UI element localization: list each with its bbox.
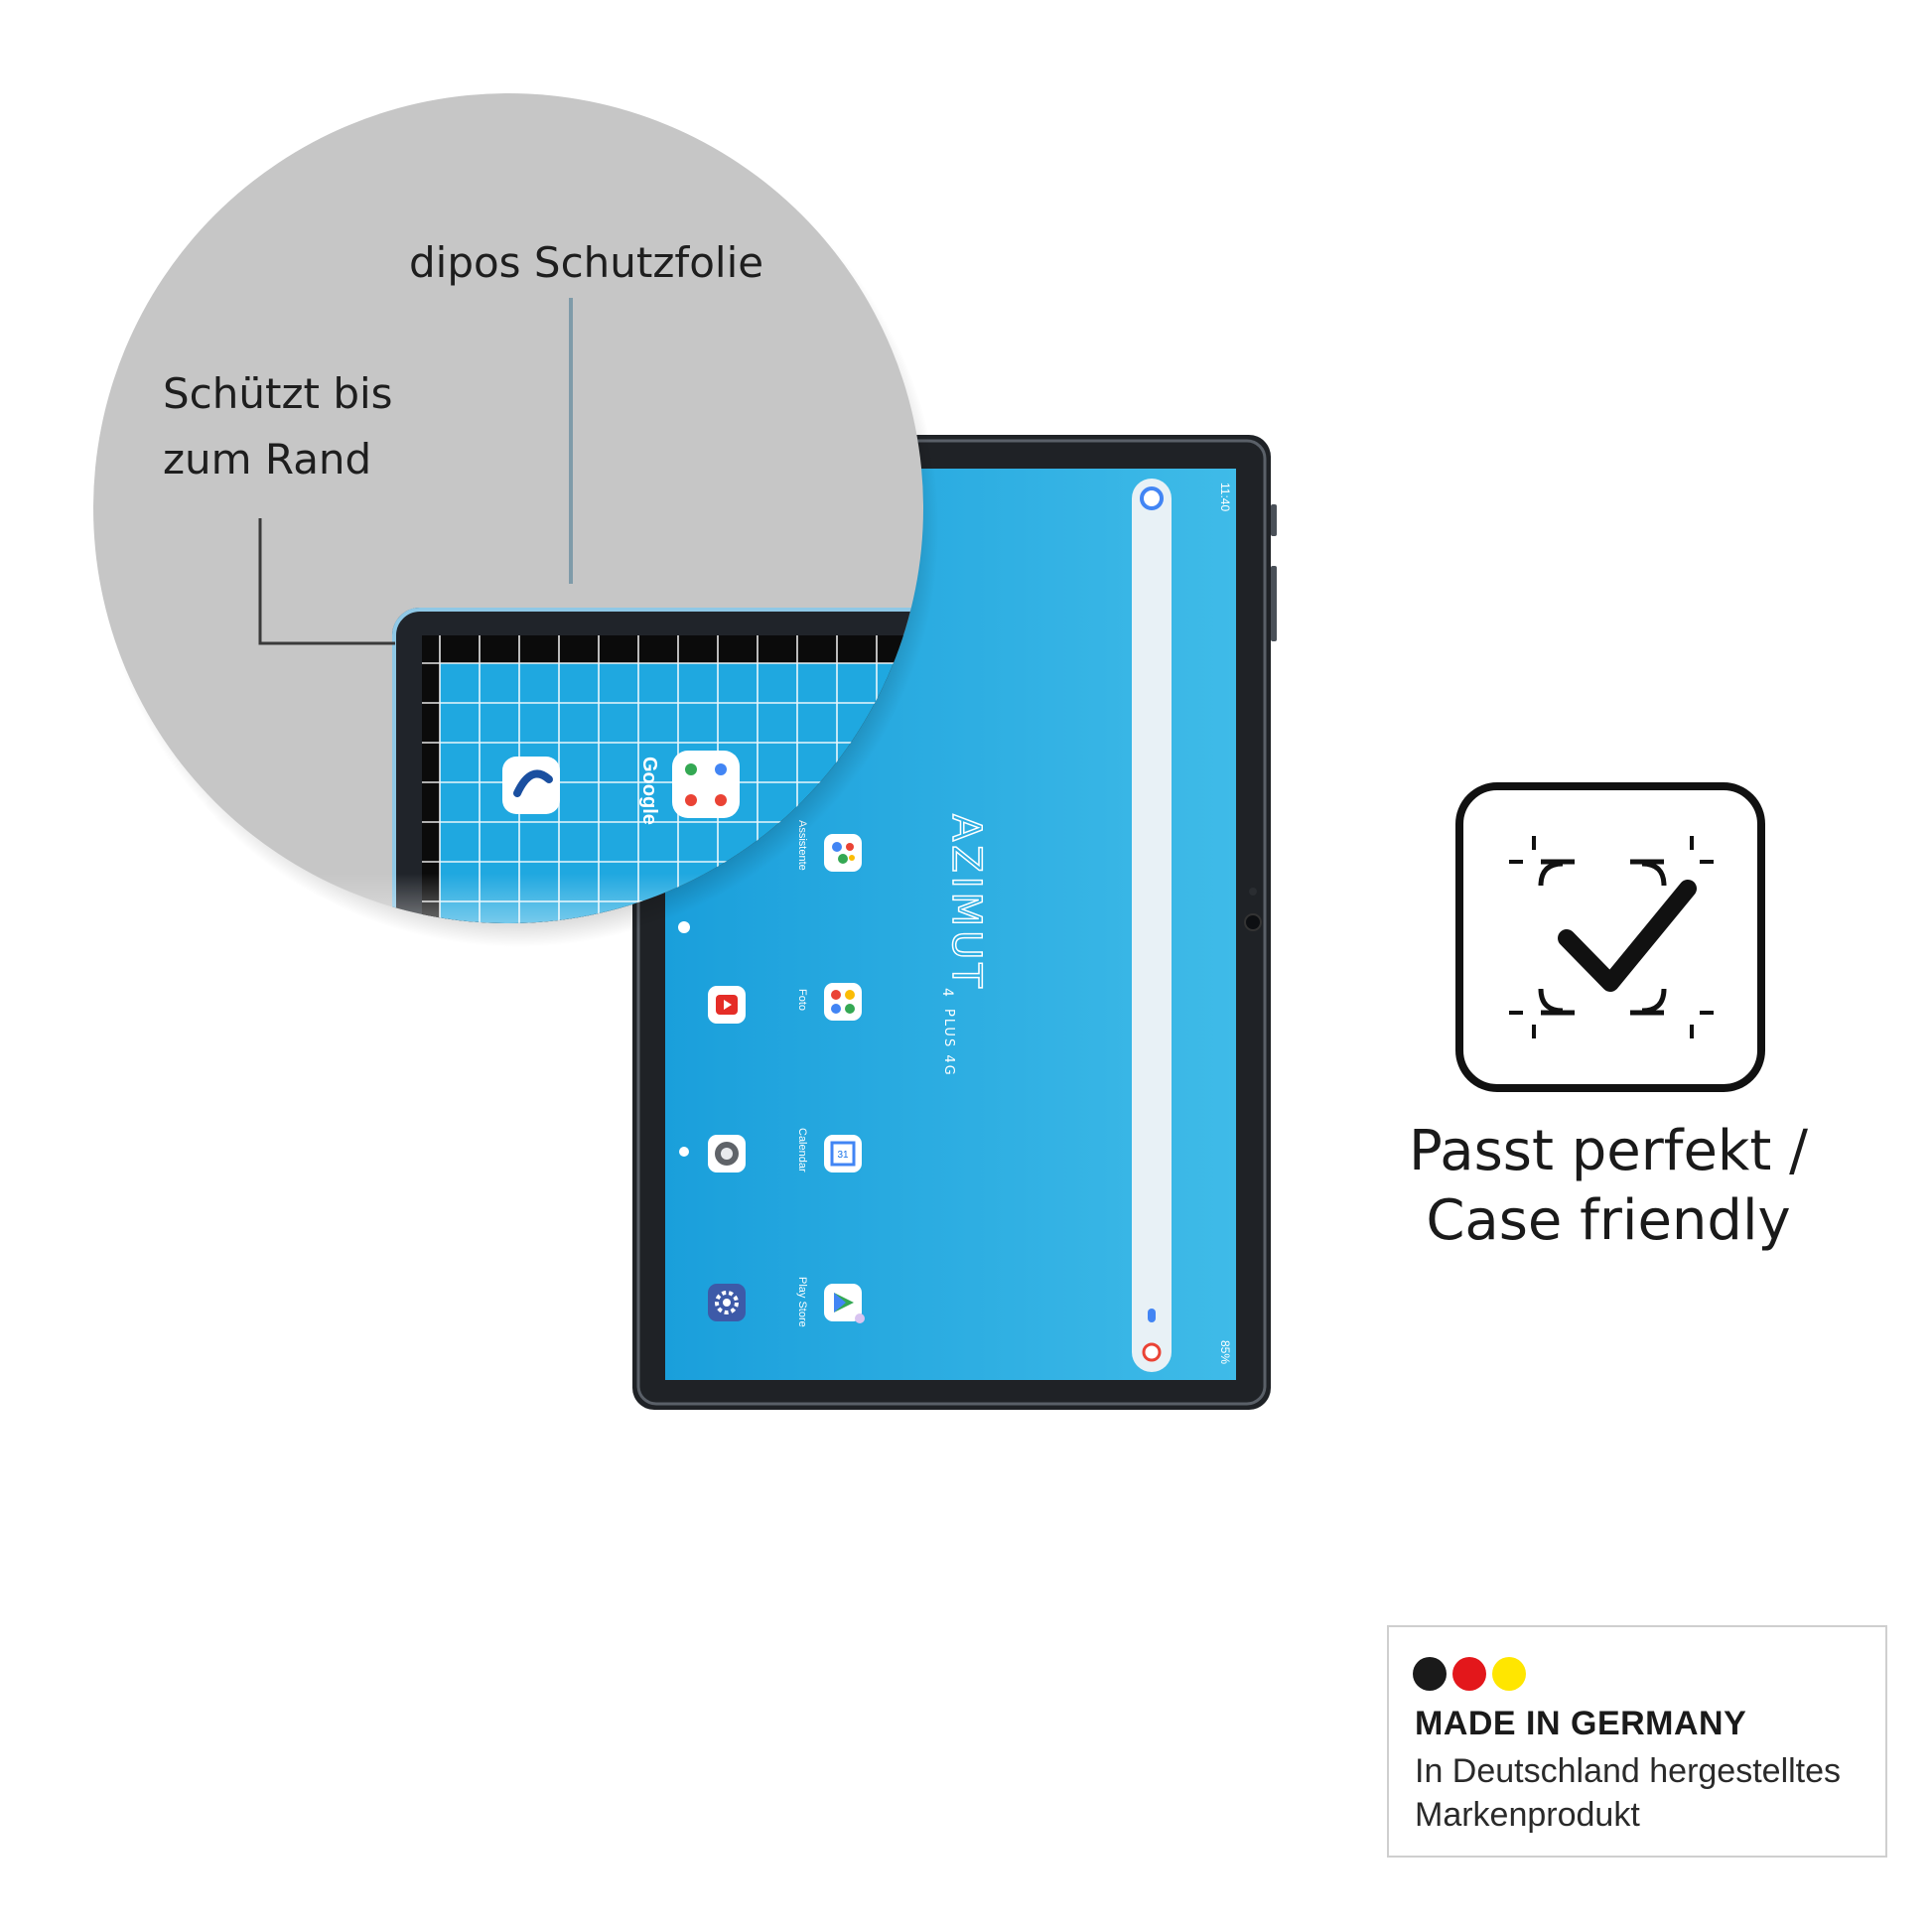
app-label: Play Store [796, 1277, 808, 1327]
edge-protection-label: Schützt bis zum Rand [163, 361, 393, 492]
made-in-germany-line1: In Deutschland hergestelltes [1415, 1752, 1842, 1790]
made-in-germany-line2: Markenprodukt [1415, 1796, 1640, 1834]
app-youtube[interactable] [708, 986, 746, 1024]
calendar-day: 31 [837, 1150, 849, 1161]
flag-dot-black [1413, 1657, 1447, 1691]
app-settings[interactable] [708, 1284, 746, 1321]
page-indicator [679, 1147, 689, 1157]
brand-logo: AZIMUT [943, 814, 989, 992]
status-time: 11:40 [1218, 483, 1232, 511]
status-battery: 85% [1218, 1340, 1232, 1364]
fit-check-icon [1455, 782, 1765, 1092]
protective-film-label: dipos Schutzfolie [409, 238, 764, 287]
flag-dot-red [1452, 1657, 1486, 1691]
flag-dot-gold [1492, 1657, 1526, 1691]
app-camera[interactable] [708, 1135, 746, 1173]
edge-leader-line [258, 518, 395, 645]
zoom-folder-label: Google [638, 757, 660, 825]
page-indicator [678, 921, 690, 933]
search-bar [1132, 479, 1172, 1372]
made-in-germany-badge: MADE IN GERMANY In Deutschland hergestel… [1387, 1625, 1887, 1858]
caption-line2: Case friendly [1426, 1188, 1791, 1253]
model-variant: PLUS 4G [941, 1009, 956, 1077]
edge-protection-line1: Schützt bis [163, 369, 393, 418]
caption-line1: Passt perfekt / [1409, 1119, 1808, 1183]
edge-protection-line2: zum Rand [163, 435, 372, 483]
mic-icon [1148, 1309, 1156, 1322]
case-friendly-caption: Passt perfekt / Case friendly [1360, 1117, 1857, 1256]
made-in-germany-title: MADE IN GERMANY [1415, 1705, 1747, 1742]
zoom-phone-app [502, 757, 560, 814]
zoom-google-folder: Google [638, 751, 740, 825]
app-label: Foto [796, 989, 808, 1011]
lens-search-icon [1142, 1342, 1162, 1362]
app-calendar[interactable]: 31 Calendar [796, 1128, 862, 1173]
google-g-icon [1140, 486, 1164, 510]
front-camera-icon [1244, 913, 1262, 931]
app-play-store[interactable]: Play Store [796, 1277, 865, 1327]
app-label: Calendar [796, 1128, 808, 1173]
app-photos[interactable]: Foto [796, 983, 862, 1021]
model-number: 4 [939, 988, 955, 997]
